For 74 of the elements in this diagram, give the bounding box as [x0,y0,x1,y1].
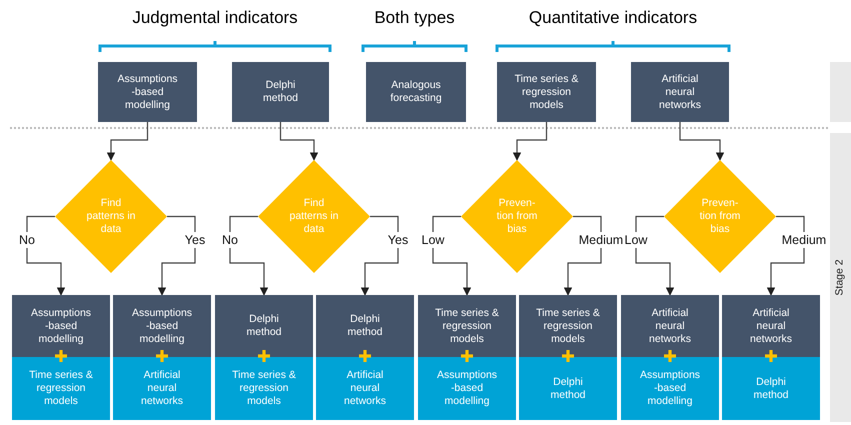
method-box [232,62,329,122]
node-text: Assumptions -based modelling [116,72,179,112]
method-box [631,62,729,122]
node-text: Time series & regression models [231,369,297,408]
arrow [512,122,548,161]
method-box [215,295,313,357]
arrow [679,122,724,161]
method-box [722,295,820,357]
method-box [12,357,110,420]
edge-label: No [220,232,240,248]
method-box [113,357,211,420]
node-text: Analogous forecasting [389,79,443,105]
edge-label: Yes [386,232,410,248]
arrow [106,122,148,161]
arrow [766,216,805,296]
group-heading: Both types [374,8,455,28]
node-text: Delphi method [752,376,790,402]
method-box [621,295,719,357]
method-box [418,295,516,357]
node-text: Assumptions -based modelling [130,306,194,346]
node-text: Artificial neural networks [140,369,184,408]
method-box [316,357,414,420]
node-text: Find patterns in data [85,197,137,236]
node-text: Time series & regression models [535,306,601,346]
method-box [12,295,110,357]
node-text: Artificial neural networks [748,306,793,346]
method-box [98,62,197,122]
node-text: Time series & regression models [434,306,500,346]
arrow [635,216,674,296]
node-text: Assumptions -based modelling [30,306,92,346]
node-text: Preven- tion from bias [698,197,742,236]
decision-diamond [664,160,776,273]
node-text: Delphi method [549,376,587,402]
group-heading: Quantitative indicators [528,8,698,28]
edge-label: Low [420,232,446,248]
node-text: Assumptions -based modelling [436,369,498,408]
arrow [229,216,268,296]
node-text: Time series & regression models [514,72,580,112]
method-box [215,357,313,420]
arrow [360,216,399,296]
method-box [497,62,596,122]
arrow [158,216,196,296]
method-box [621,357,719,420]
node-text: Assumptions -based modelling [638,369,702,408]
node-text: Delphi method [245,313,283,339]
edge-label: No [17,232,37,248]
method-box [519,357,617,420]
method-box [722,357,820,420]
arrow [564,216,602,296]
node-text: Find patterns in data [288,197,340,236]
node-text: Artificial neural networks [648,306,692,346]
node-text: Delphi method [262,79,300,105]
method-box [316,295,414,357]
node-text: Preven- tion from bias [496,197,538,236]
arrow [432,216,472,296]
group-heading: Judgmental indicators [132,8,298,28]
arrow [280,122,318,161]
method-box [418,357,516,420]
node-text: Artificial neural networks [658,72,702,112]
stage-label: Stage 2 [834,258,847,298]
decision-diamond [461,160,573,273]
decision-diamond [55,160,167,273]
method-box [366,62,466,122]
method-box [519,295,617,357]
node-text: Artificial neural networks [342,369,387,408]
node-text: Delphi method [346,313,384,339]
arrow [26,216,66,296]
edge-label: Low [622,232,650,248]
edge-label: Medium [780,232,828,248]
decision-diamond [258,160,370,273]
edge-label: Yes [182,232,208,248]
method-box [113,295,211,357]
edge-label: Medium [576,232,626,248]
node-text: Time series & regression models [28,369,94,408]
